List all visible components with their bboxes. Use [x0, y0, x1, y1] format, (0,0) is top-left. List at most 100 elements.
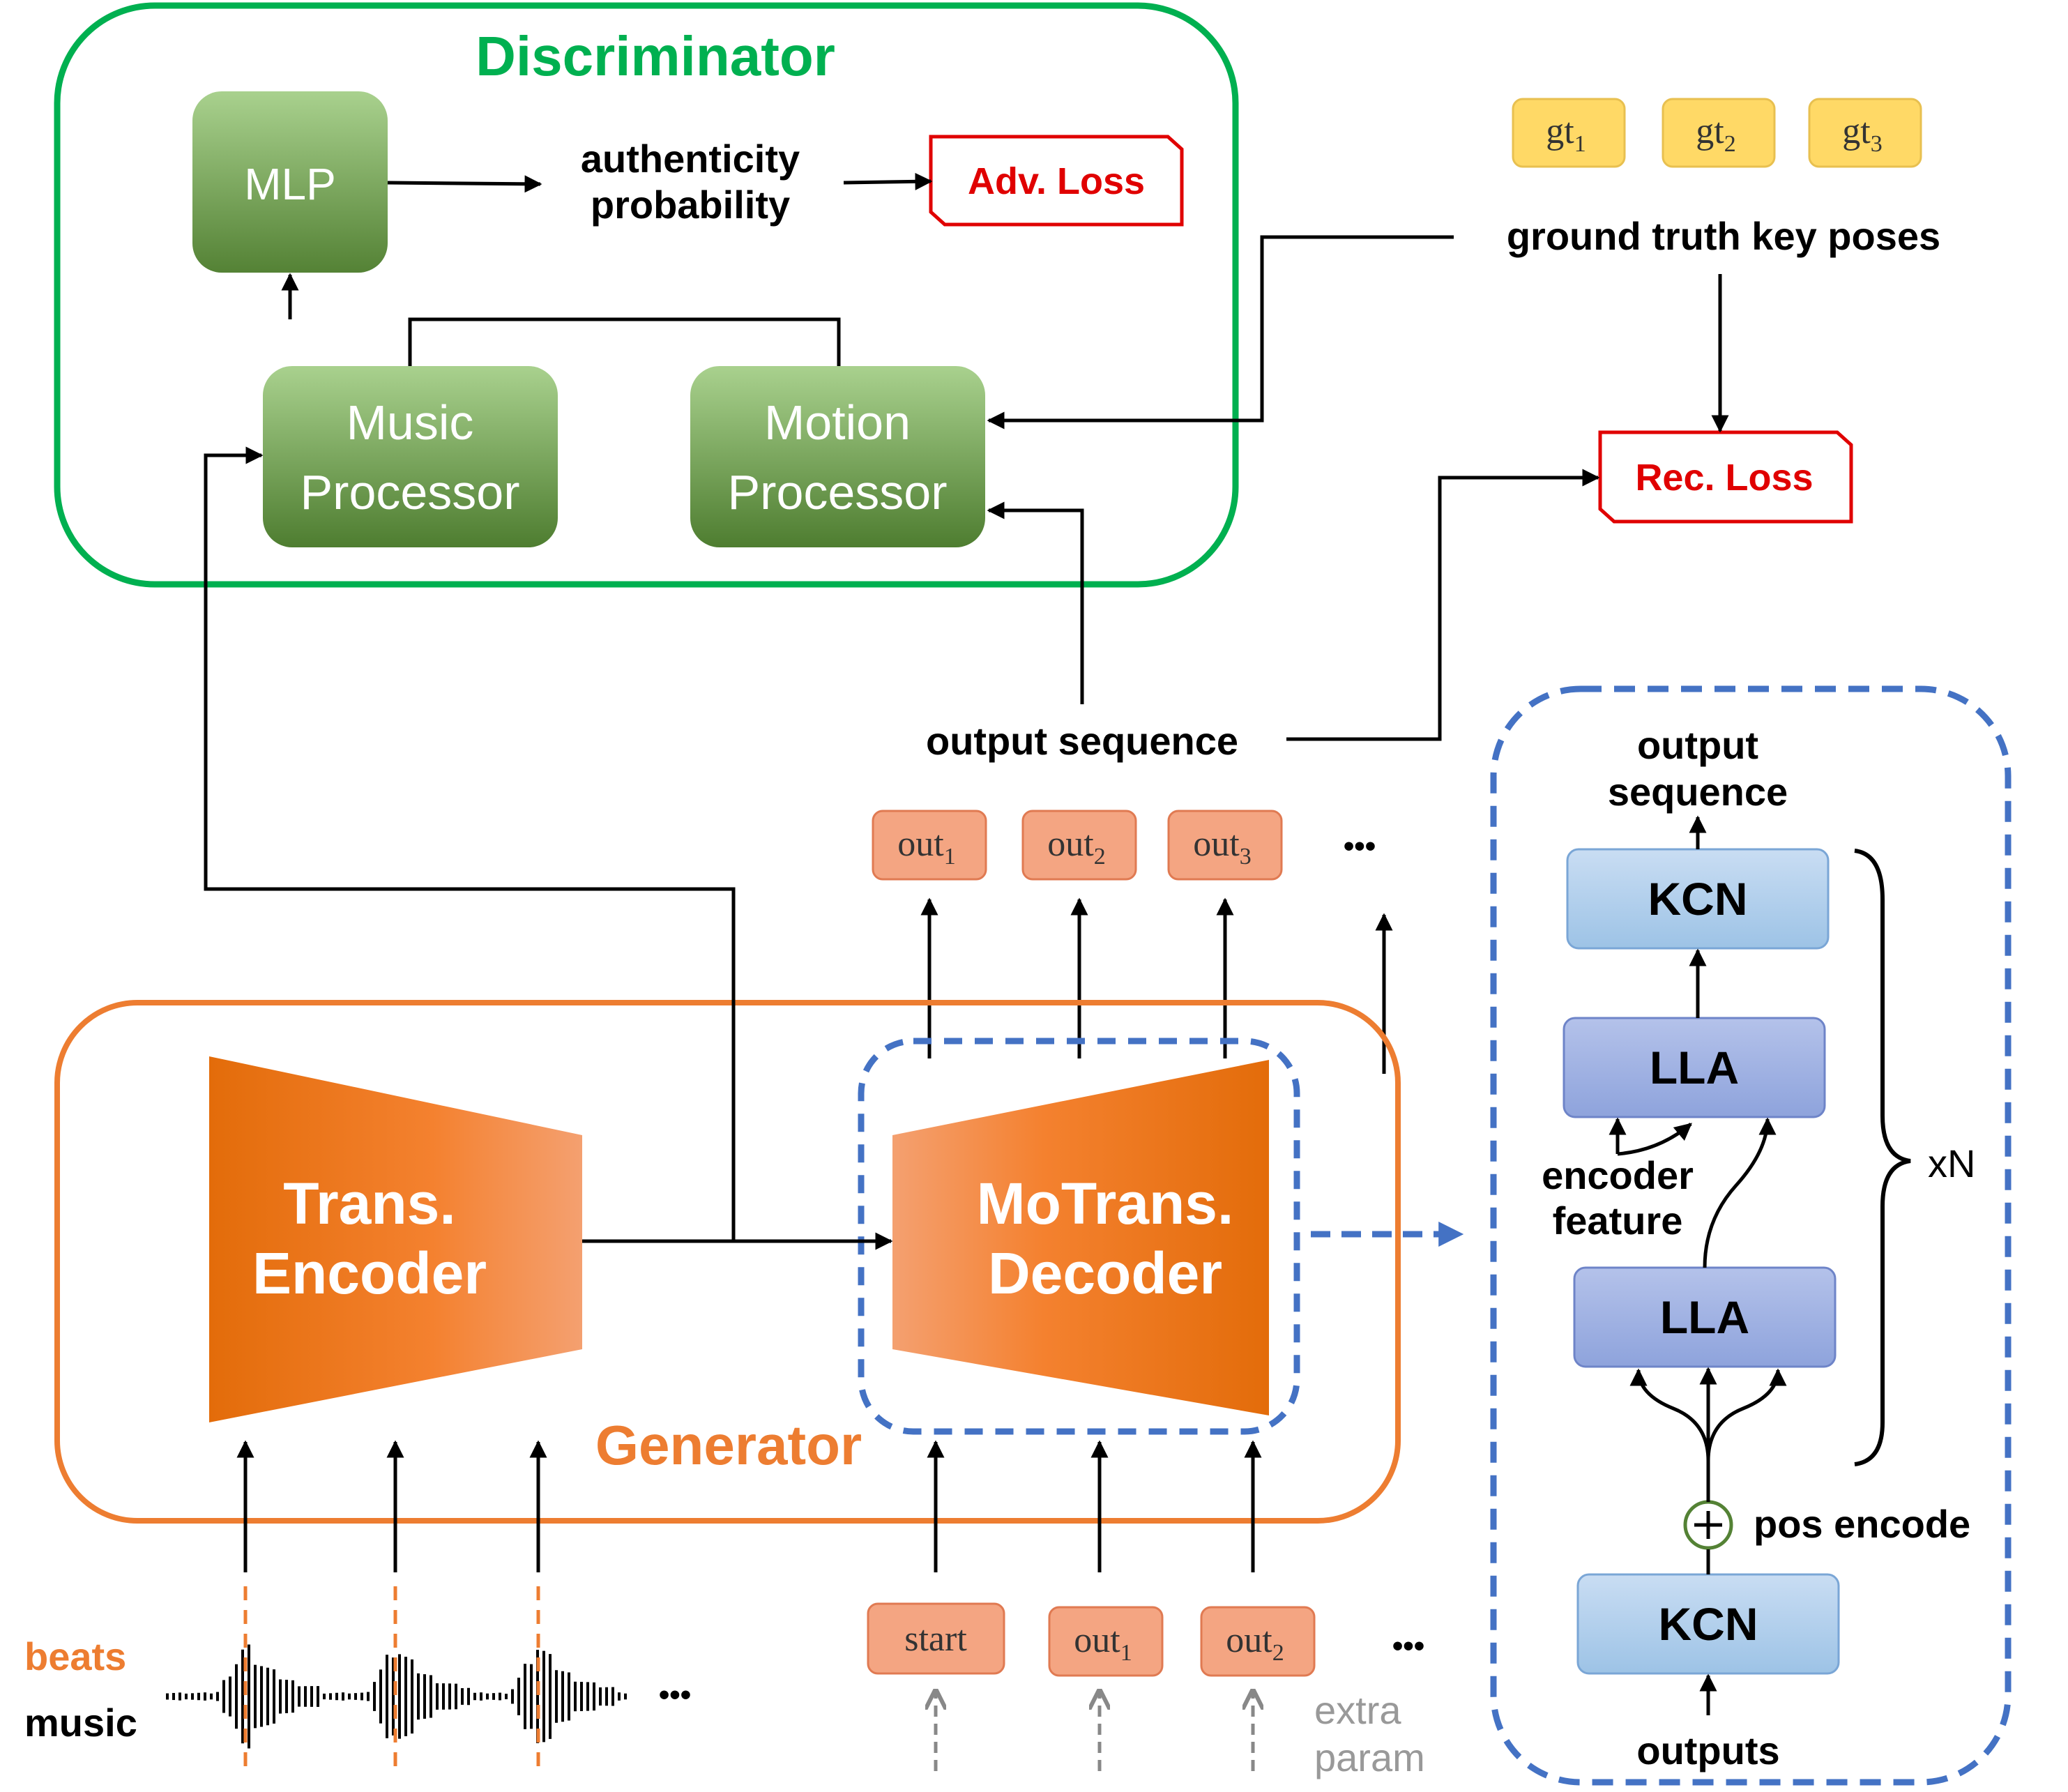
out-top-3: out3: [1167, 810, 1283, 881]
extra-param-arrows: [936, 1691, 1253, 1771]
svg-text:out2: out2: [1047, 824, 1105, 870]
svg-text:gt2: gt2: [1696, 112, 1735, 157]
out-bottom-2-sub: 2: [1272, 1640, 1284, 1666]
discriminator-title: Discriminator: [476, 25, 835, 87]
ground-truth-connectors: [987, 235, 1729, 741]
svg-text:gt1: gt1: [1546, 112, 1586, 157]
out-top-2-base: out: [1047, 824, 1094, 864]
gt-box-1: gt1: [1512, 98, 1626, 168]
beats-label: beats: [24, 1634, 126, 1678]
out-top-2-sub: 2: [1094, 844, 1106, 870]
motion-processor-line1: Motion: [764, 395, 911, 450]
out-bottom-2-base: out: [1226, 1620, 1272, 1660]
lla-bottom-label: LLA: [1660, 1291, 1749, 1343]
gt-2-sub: 2: [1724, 131, 1736, 157]
decoder-inputs: start out1 out2 ••• extra param: [867, 1602, 1425, 1779]
decoder-detail-panel: output sequence KCN LLA encoder feature …: [1490, 685, 2012, 1786]
start-label: start: [904, 1619, 967, 1659]
generator-connectors: [204, 446, 893, 1250]
kcn-bottom-block: KCN: [1576, 1573, 1840, 1675]
svg-text:out1: out1: [1074, 1620, 1132, 1666]
decoder-line1: MoTrans.: [977, 1171, 1234, 1236]
out-top-1-sub: 1: [944, 844, 956, 870]
detail-output-line2: sequence: [1608, 770, 1788, 814]
kcn-top-label: KCN: [1648, 873, 1748, 925]
motion-processor-line2: Processor: [727, 465, 947, 519]
decoder-output-arrows: [920, 897, 1393, 1074]
music-label: music: [24, 1701, 137, 1745]
generator-panel: Generator Trans. Encoder MoTrans. Decode…: [54, 1000, 1401, 1524]
outputs-label: outputs: [1636, 1729, 1779, 1772]
adv-loss-box: Adv. Loss: [929, 135, 1184, 227]
outputs-top: out1 out2 out3 •••: [872, 810, 1376, 881]
decoder-input-arrows: [927, 1440, 1262, 1572]
authenticity-line1: authenticity: [581, 137, 800, 181]
discriminator-panel: Discriminator MLP authenticity probabili…: [54, 2, 1239, 588]
gt-box-2: gt2: [1662, 98, 1776, 168]
output-sequence-label: output sequence: [926, 719, 1238, 763]
svg-text:out3: out3: [1193, 824, 1251, 870]
motion-processor-block: Motion Processor: [690, 366, 985, 547]
out-top-3-base: out: [1193, 824, 1240, 864]
discriminator-connectors: [281, 172, 933, 366]
gt-2-base: gt: [1696, 112, 1724, 151]
lla-top-label: LLA: [1650, 1042, 1739, 1093]
ground-truth-group: gt1 gt2 gt3 ground truth key poses Rec. …: [1507, 98, 1940, 524]
extra-param-line1: extra: [1314, 1688, 1401, 1732]
decoder-line2: Decoder: [988, 1240, 1222, 1306]
kcn-bottom-label: KCN: [1659, 1598, 1758, 1650]
start-box: start: [867, 1602, 1005, 1675]
authenticity-line2: probability: [591, 183, 790, 227]
repeat-label: xN: [1928, 1141, 1975, 1185]
encoder-line2: Encoder: [252, 1240, 487, 1306]
music-waveform: [166, 1644, 627, 1749]
svg-text:out2: out2: [1226, 1620, 1284, 1666]
pos-encode-label: pos encode: [1754, 1502, 1970, 1546]
trans-encoder-block: Trans. Encoder: [209, 1056, 582, 1422]
pos-encode-add: [1683, 1500, 1733, 1550]
lla-top-block: LLA: [1563, 1017, 1826, 1118]
mlp-label: MLP: [244, 159, 336, 209]
motrans-decoder-block: MoTrans. Decoder: [858, 1038, 1300, 1435]
ground-truth-label: ground truth key poses: [1507, 214, 1940, 258]
out-bottom-2: out2: [1200, 1606, 1316, 1677]
out-bottom-1-base: out: [1074, 1620, 1120, 1660]
encoder-line1: Trans.: [283, 1171, 455, 1236]
extra-param-line2: param: [1314, 1736, 1425, 1779]
gt-box-3: gt3: [1808, 98, 1922, 168]
repeat-brace: [1854, 849, 1911, 1466]
music-processor-block: Music Processor: [263, 366, 558, 547]
mlp-block: MLP: [192, 91, 388, 273]
gt-1-base: gt: [1546, 112, 1574, 151]
rec-loss-box: Rec. Loss: [1598, 430, 1853, 524]
gt-3-sub: 3: [1871, 131, 1883, 157]
music-processor-line1: Music: [347, 395, 474, 450]
adv-loss-label: Adv. Loss: [968, 160, 1145, 202]
out-top-2: out2: [1021, 810, 1137, 881]
decoder-inputs-ellipsis: •••: [1392, 1629, 1424, 1663]
music-inputs: beats music •••: [24, 1586, 691, 1771]
encoder-feature-line1: encoder: [1542, 1153, 1694, 1197]
music-ellipsis: •••: [659, 1678, 691, 1712]
out-top-1: out1: [872, 810, 987, 881]
out-top-3-sub: 3: [1240, 844, 1252, 870]
outputs-top-ellipsis: •••: [1344, 829, 1376, 863]
out-top-1-base: out: [897, 824, 944, 864]
detail-output-line1: output: [1637, 723, 1758, 767]
out-bottom-1-sub: 1: [1120, 1640, 1132, 1666]
kcn-top-block: KCN: [1566, 848, 1830, 950]
decoder-dashed-frame: [858, 1038, 1300, 1435]
encoder-input-arrows: [236, 1440, 547, 1572]
svg-text:out1: out1: [897, 824, 955, 870]
generator-title: Generator: [595, 1414, 862, 1476]
svg-text:gt3: gt3: [1842, 112, 1882, 157]
gt-3-base: gt: [1842, 112, 1871, 151]
decoder-detail-connectors: [1609, 815, 1787, 1715]
rec-loss-label: Rec. Loss: [1635, 457, 1813, 499]
lla-bottom-block: LLA: [1573, 1266, 1837, 1368]
gt-1-sub: 1: [1574, 131, 1586, 157]
beat-markers: [243, 1586, 540, 1771]
out-bottom-1: out1: [1048, 1606, 1164, 1677]
encoder-feature-line2: feature: [1553, 1199, 1683, 1243]
